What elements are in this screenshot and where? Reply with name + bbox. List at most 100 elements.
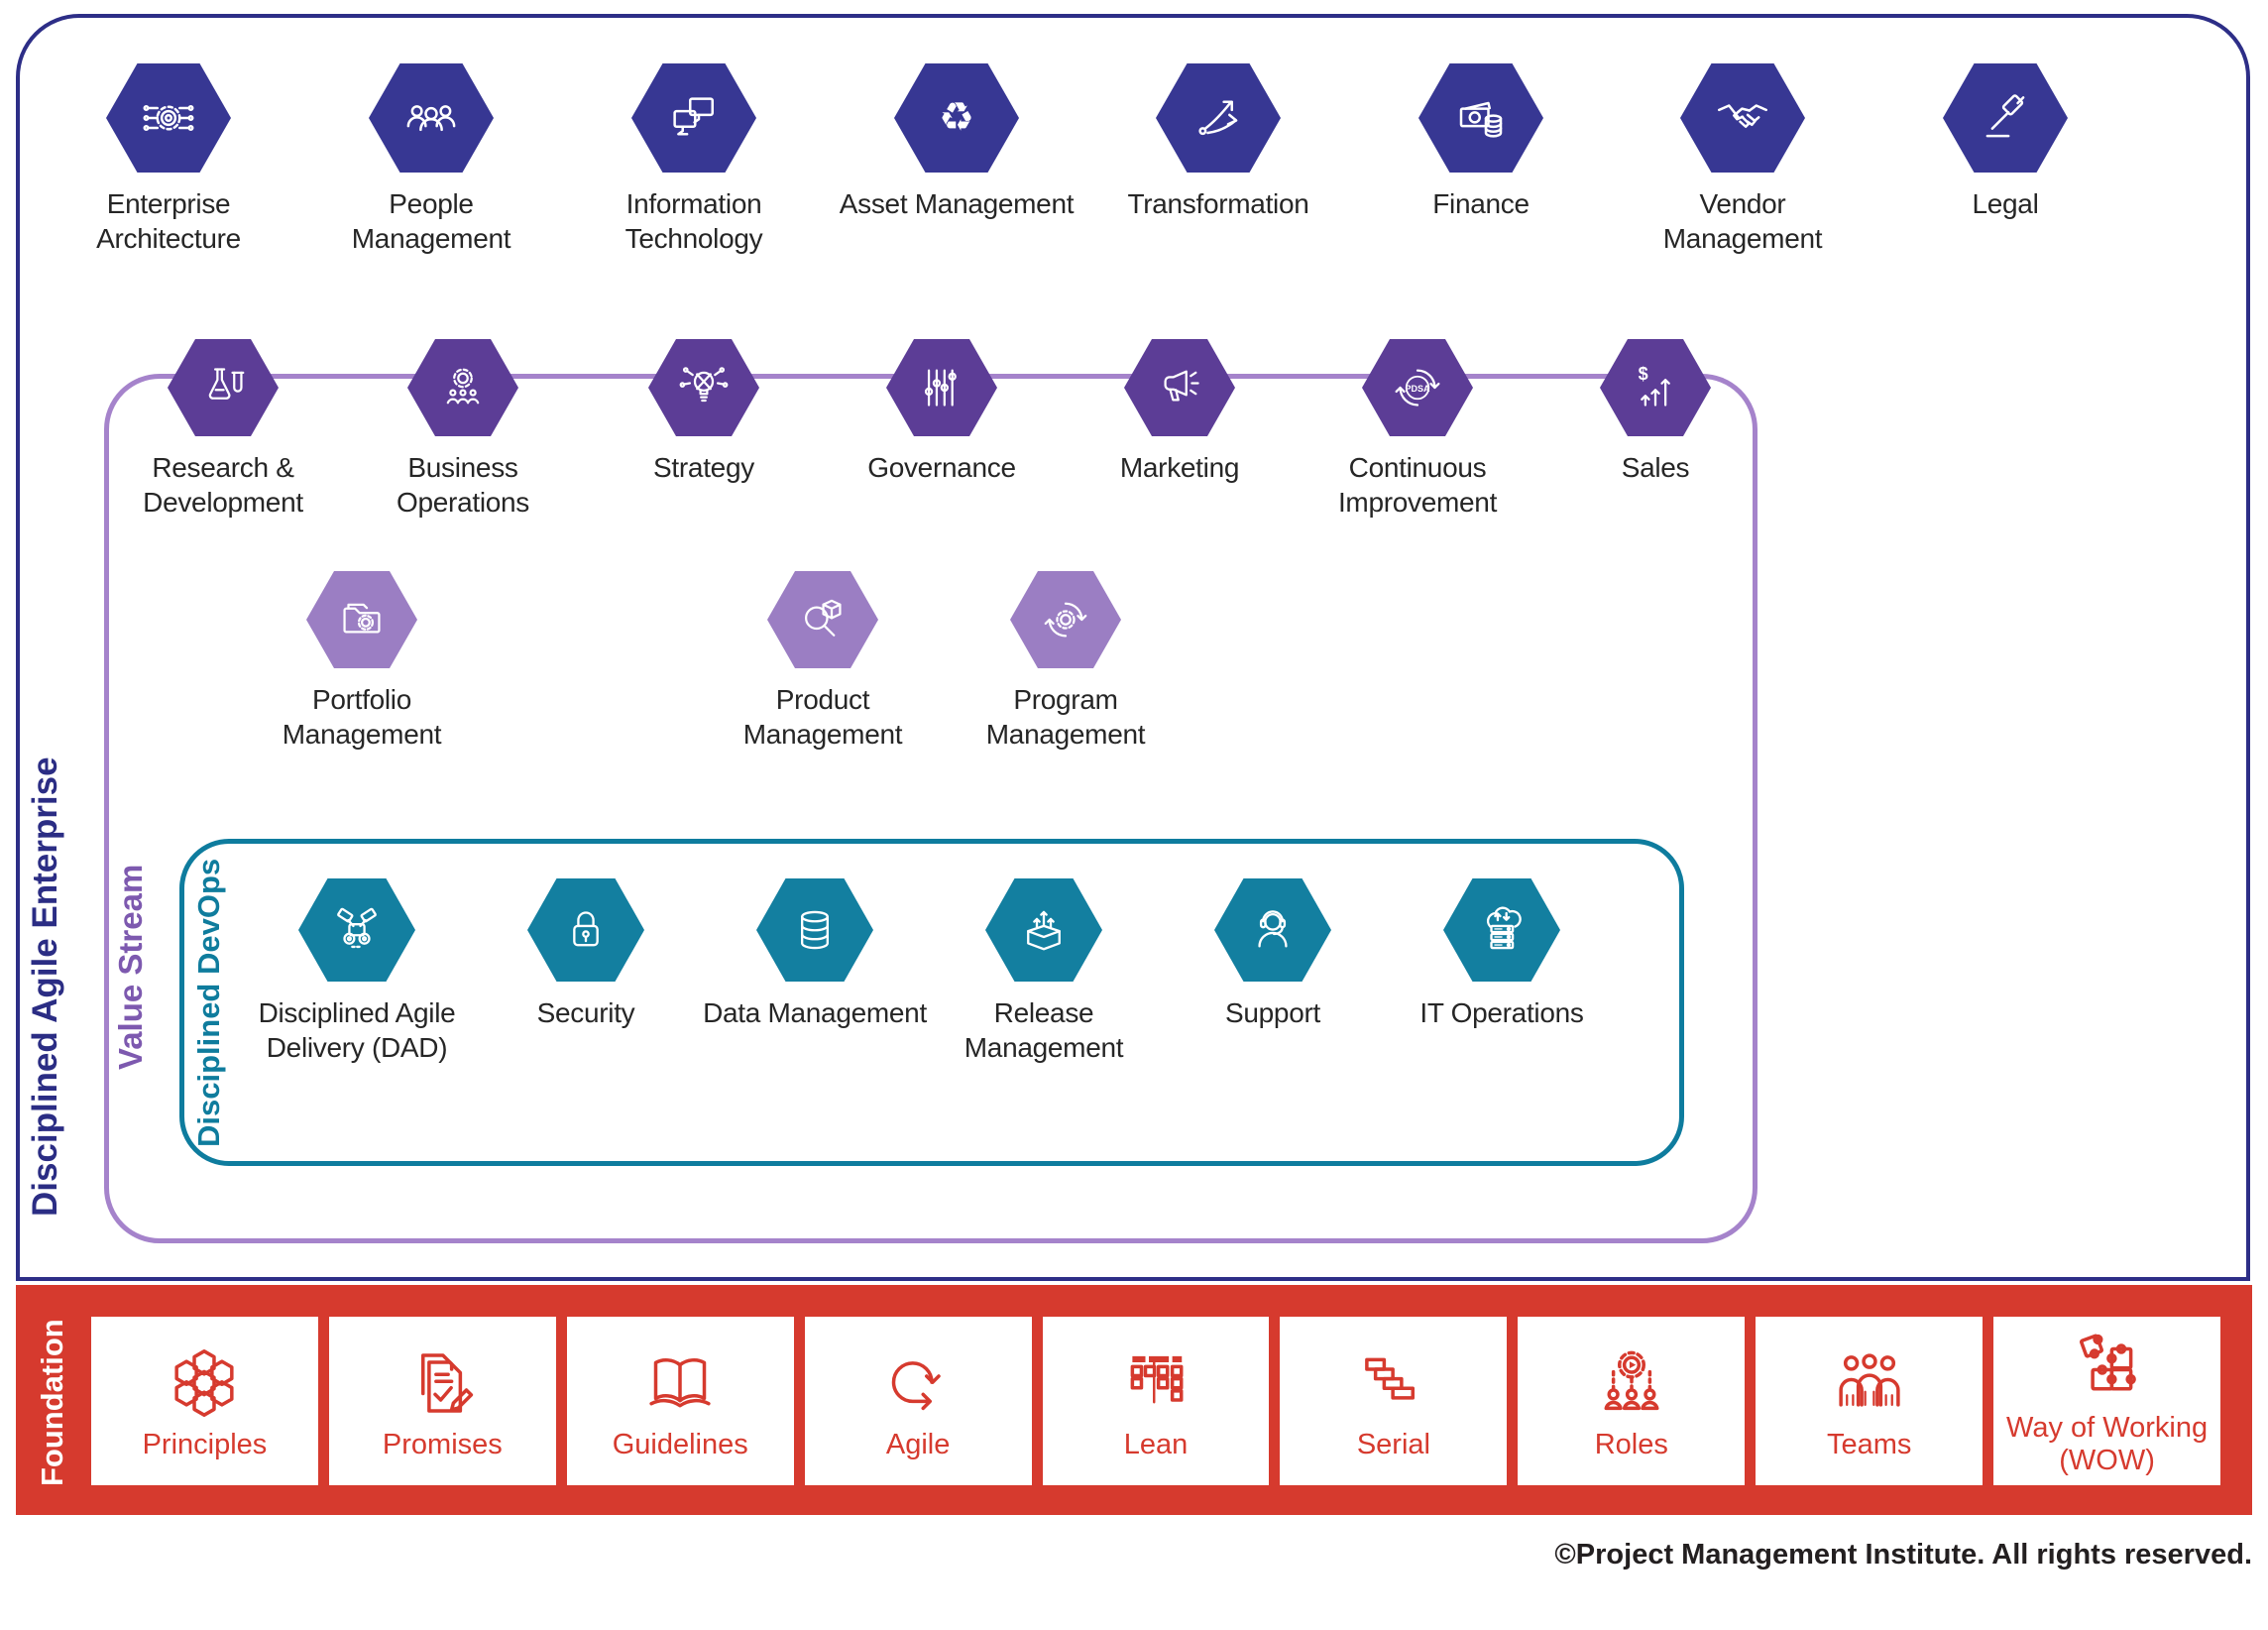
hex-cell-asset-management: ♻ Asset Management — [833, 63, 1080, 221]
hexagon-tile — [767, 571, 878, 668]
devops-boundary-box — [179, 839, 1684, 1166]
pdsa-cycle-icon: PDSA — [1391, 361, 1444, 414]
svg-text:$: $ — [1639, 364, 1648, 384]
hex-cell-marketing: Marketing — [1056, 339, 1304, 485]
hexagon-tile: $ — [1600, 339, 1711, 436]
hex-label: Release Management — [964, 997, 1124, 1063]
hexagon-tile — [648, 339, 759, 436]
puzzle-pieces-icon — [2066, 1325, 2149, 1408]
hex-cell-transformation: Transformation — [1094, 63, 1342, 221]
branch-arrows-icon — [1189, 88, 1248, 148]
hexagon-tile — [1680, 63, 1805, 173]
foundation-cards: Principles Promises Guidelines Agile Lea… — [91, 1317, 2221, 1485]
cash-coins-icon — [1451, 88, 1511, 148]
gavel-icon — [1976, 88, 2035, 148]
hex-cell-portfolio-management: Portfolio Management — [238, 571, 486, 752]
hex-label: Marketing — [1119, 452, 1240, 483]
hex-cell-release-management: Release Management — [920, 878, 1168, 1065]
hex-label: Continuous Improvement — [1337, 452, 1498, 518]
hex-cell-security: Security — [462, 878, 710, 1030]
hexagon-tile — [527, 878, 644, 982]
hex-label: Strategy — [653, 452, 754, 483]
hexagon-tile: ♻ — [894, 63, 1019, 173]
foundation-card-roles: Roles — [1518, 1317, 1746, 1485]
hex-cell-strategy: Strategy — [580, 339, 828, 485]
signed-document-icon — [400, 1341, 484, 1425]
hex-label: Portfolio Management — [282, 684, 442, 750]
hex-label: Enterprise Architecture — [96, 188, 241, 254]
gear-team-icon — [436, 361, 490, 414]
hex-cell-information-technology: Information Technology — [570, 63, 818, 256]
hex-cell-it-operations: IT Operations — [1378, 878, 1626, 1030]
hex-label: IT Operations — [1419, 997, 1584, 1028]
svg-text:♻: ♻ — [939, 95, 974, 141]
hexagon-tile — [1156, 63, 1281, 173]
foundation-card-label: Principles — [142, 1428, 268, 1460]
hex-cell-disciplined-agile-delivery: Disciplined Agile Delivery (DAD) — [233, 878, 481, 1065]
sliders-icon — [915, 361, 968, 414]
hexagon-tile — [306, 571, 417, 668]
hexagon-tile — [985, 878, 1102, 982]
foundation-card-principles: Principles — [91, 1317, 318, 1485]
roles-gear-icon — [1590, 1341, 1673, 1425]
engine-icon — [329, 902, 385, 958]
hex-label: Program Management — [985, 684, 1146, 750]
circuit-gear-icon — [139, 88, 198, 148]
hex-cell-data-management: Data Management — [691, 878, 939, 1030]
hexagon-tile — [106, 63, 231, 173]
hex-cell-support: Support — [1149, 878, 1397, 1030]
megaphone-icon — [1153, 361, 1206, 414]
honeycomb-icon — [163, 1341, 246, 1425]
hex-label: Asset Management — [839, 188, 1075, 219]
foundation-card-label: Roles — [1594, 1428, 1668, 1460]
hexagon-tile — [369, 63, 494, 173]
foundation-card-label: Teams — [1826, 1428, 1912, 1460]
hexagon-tile — [631, 63, 756, 173]
hexagon-tile — [1443, 878, 1560, 982]
recycle-icon: ♻ — [927, 88, 986, 148]
agile-loop-icon — [876, 1341, 960, 1425]
hexagon-tile — [407, 339, 518, 436]
idea-network-icon — [677, 361, 731, 414]
hexagon-tile — [1124, 339, 1235, 436]
foundation-vertical-label: Foundation — [35, 1319, 69, 1487]
team-people-icon — [1828, 1341, 1911, 1425]
computer-monitors-icon — [664, 88, 724, 148]
hex-label: Vendor Management — [1662, 188, 1823, 254]
hex-label: Support — [1225, 997, 1320, 1028]
hexagon-tile: PDSA — [1362, 339, 1473, 436]
enterprise-boundary-box — [16, 14, 2250, 1281]
foundation-card-label: Guidelines — [612, 1428, 748, 1460]
value-stream-vertical-label: Value Stream — [112, 864, 149, 1070]
hex-label: Legal — [1972, 188, 2039, 219]
foundation-card-teams: Teams — [1756, 1317, 1984, 1485]
padlock-icon — [558, 902, 614, 958]
hex-label: Information Technology — [624, 188, 763, 254]
foundation-card-promises: Promises — [328, 1317, 556, 1485]
support-agent-icon — [1245, 902, 1301, 958]
hex-cell-sales: $ Sales — [1531, 339, 1779, 485]
hex-label: People Management — [351, 188, 511, 254]
foundation-card-agile: Agile — [804, 1317, 1032, 1485]
hex-cell-finance: Finance — [1357, 63, 1605, 221]
hex-cell-legal: Legal — [1881, 63, 2129, 221]
hexagon-tile — [1010, 571, 1121, 668]
foundation-card-serial: Serial — [1280, 1317, 1508, 1485]
foundation-card-label: Serial — [1356, 1428, 1430, 1460]
foundation-card-label: Way of Working (WOW) — [2006, 1412, 2209, 1476]
handshake-icon — [1713, 88, 1772, 148]
foundation-card-label: Agile — [885, 1428, 951, 1460]
folder-gear-icon — [335, 593, 389, 646]
hex-cell-vendor-management: Vendor Management — [1619, 63, 1867, 256]
hexagon-tile — [886, 339, 997, 436]
hexagon-tile — [756, 878, 873, 982]
foundation-card-lean: Lean — [1042, 1317, 1270, 1485]
hex-label: Data Management — [703, 997, 927, 1028]
database-stack-icon — [787, 902, 843, 958]
open-book-icon — [638, 1341, 722, 1425]
gear-cycle-icon — [1039, 593, 1092, 646]
hexagon-tile — [1943, 63, 2068, 173]
box-magnifier-icon — [796, 593, 850, 646]
hex-label: Finance — [1432, 188, 1530, 219]
